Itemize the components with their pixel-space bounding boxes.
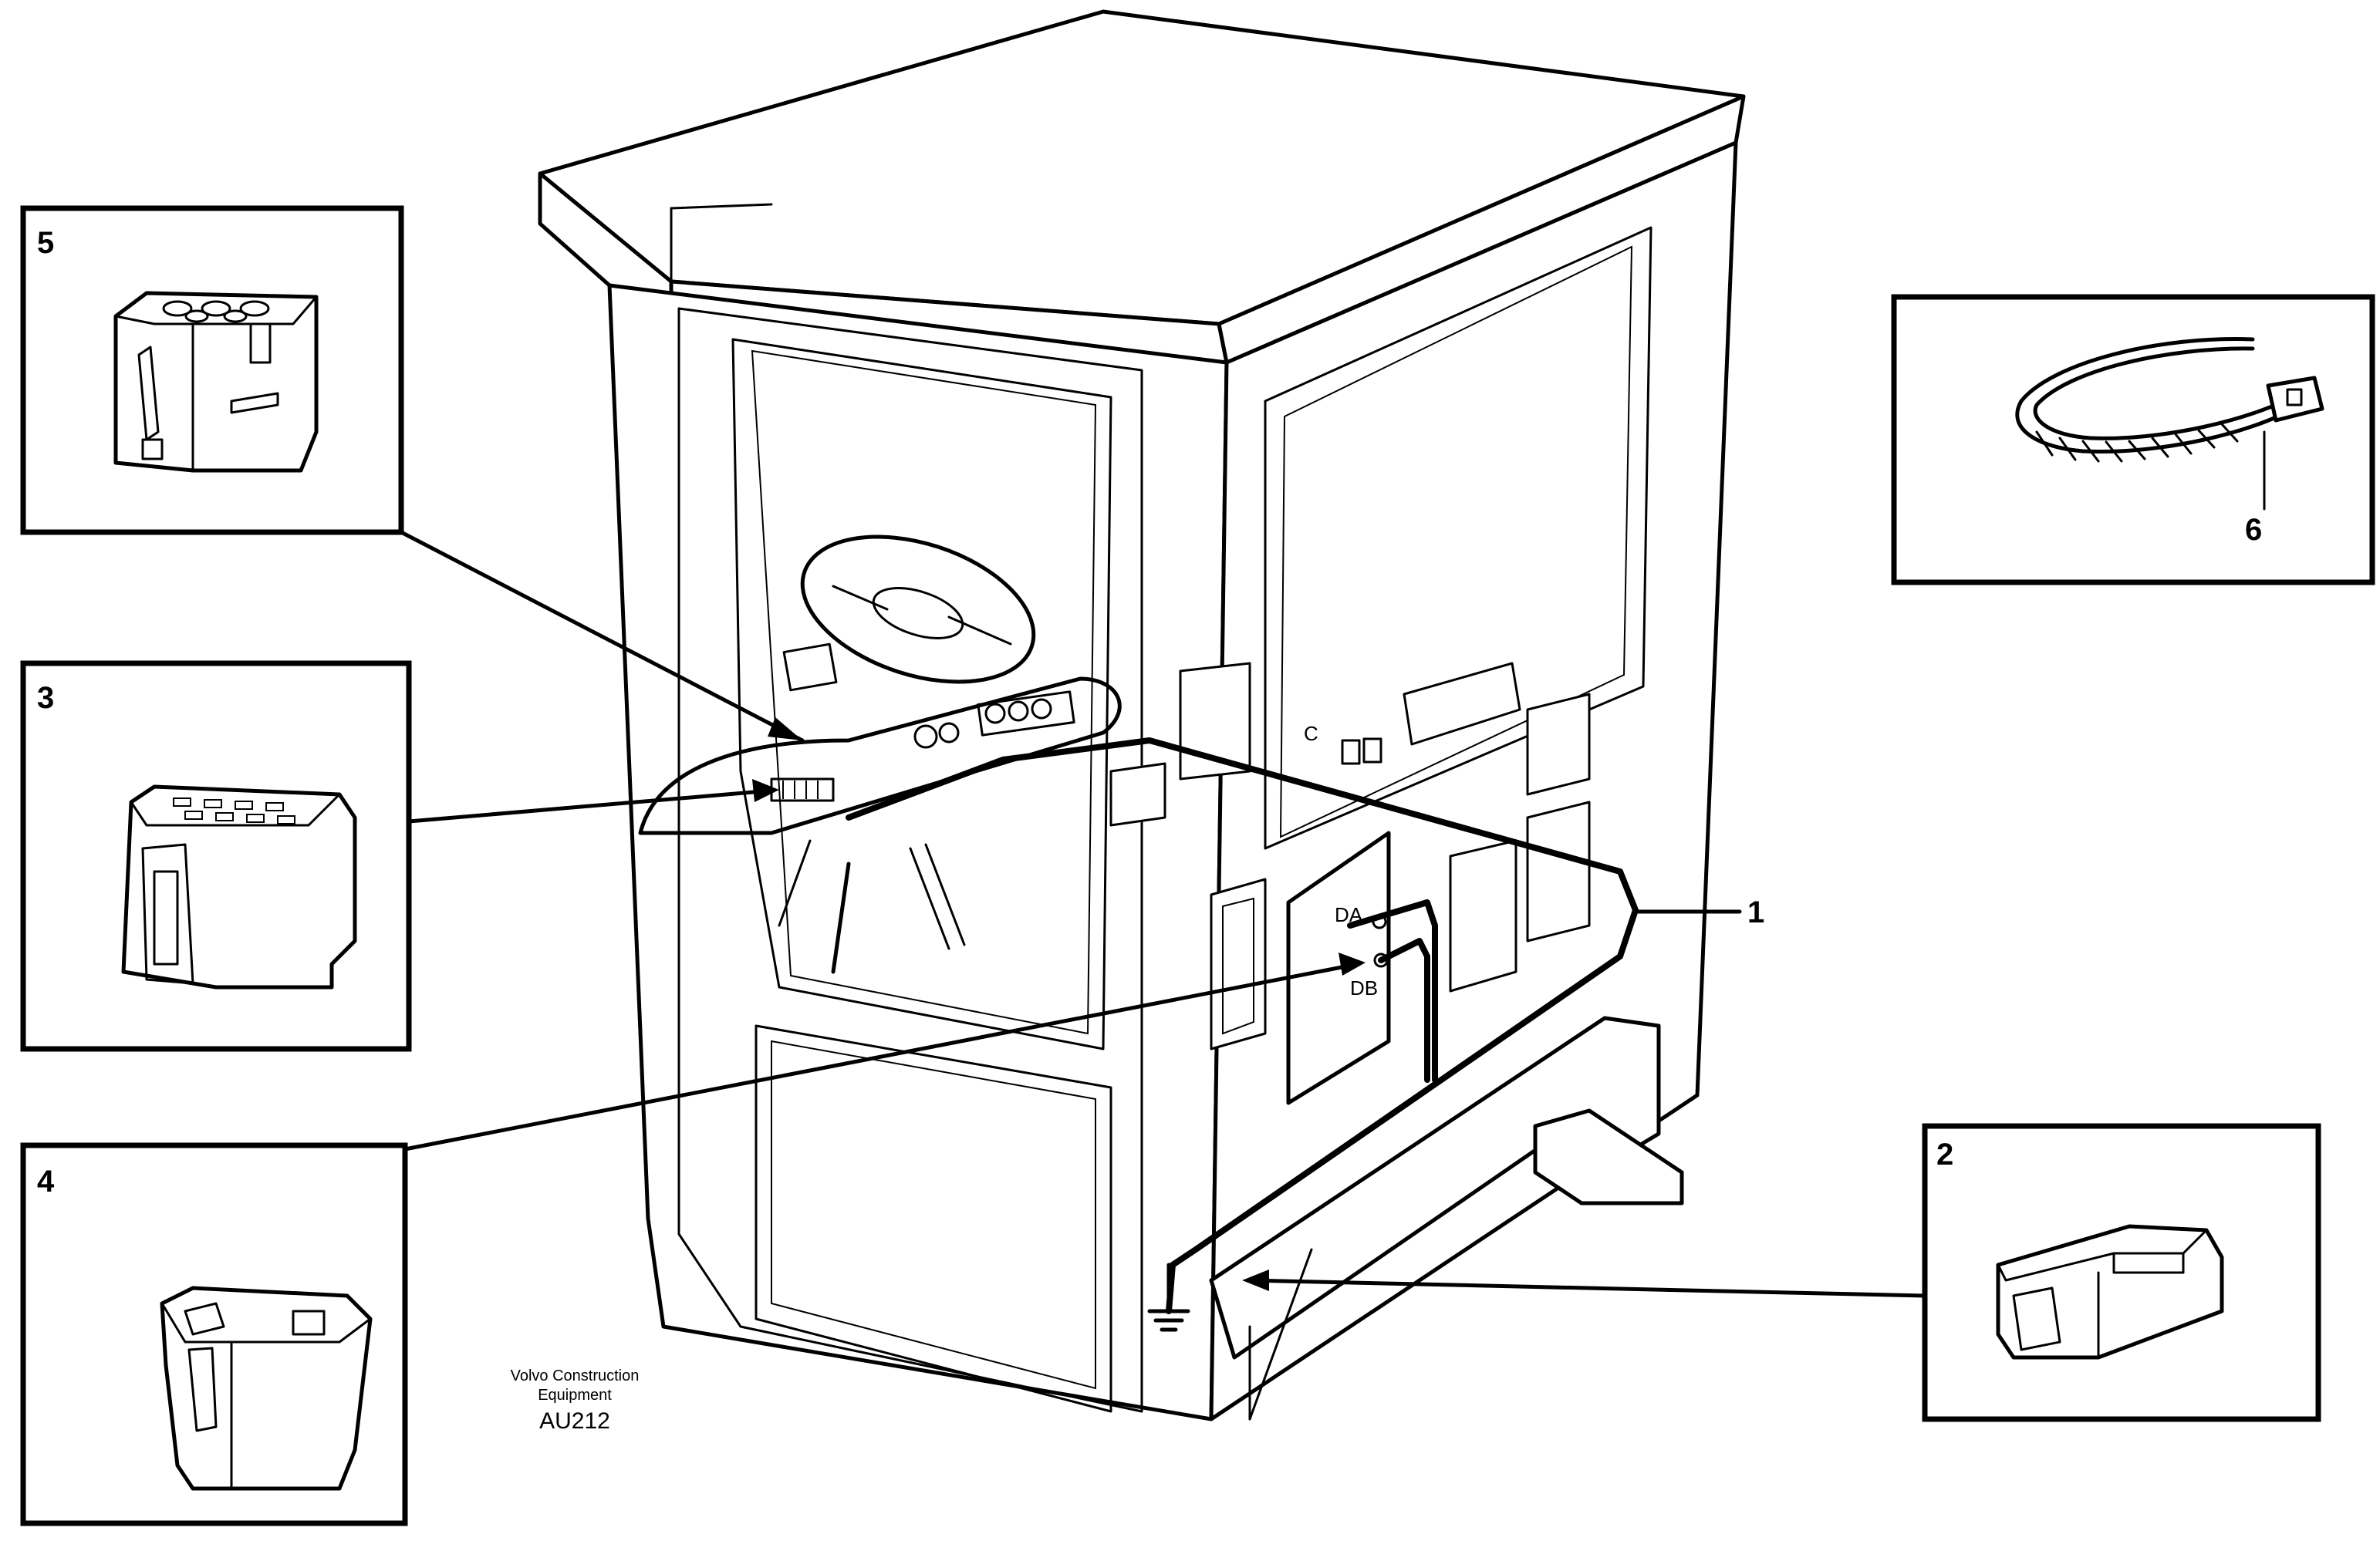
leader-3 bbox=[407, 788, 774, 824]
drawing-code: AU212 bbox=[539, 1408, 610, 1434]
callout-3: 3 bbox=[37, 681, 54, 715]
leader-4 bbox=[403, 962, 1360, 1152]
maker-line-1: Volvo Construction bbox=[511, 1367, 640, 1384]
side-window bbox=[1264, 226, 1652, 850]
callout-1: 1 bbox=[1747, 895, 1764, 929]
detail-box-5: 5 bbox=[20, 205, 404, 535]
lower-door-panel bbox=[755, 1024, 1112, 1413]
relay-box-1 bbox=[1526, 693, 1591, 796]
leader-lines bbox=[399, 530, 1927, 1298]
cab-door-frame bbox=[677, 307, 1143, 1413]
detail-box-3: 3 bbox=[20, 660, 412, 1052]
cab-illustration: C DA DB bbox=[538, 9, 1746, 1421]
detail-box-2: 2 bbox=[1922, 1123, 2321, 1422]
leader-2 bbox=[1247, 1278, 1927, 1298]
connector-4-pole-icon bbox=[160, 1286, 373, 1491]
gauge-cluster bbox=[977, 690, 1075, 737]
cab-leg bbox=[1533, 1108, 1684, 1205]
callout-5: 5 bbox=[37, 226, 54, 260]
single-pole-connector-icon bbox=[1996, 1224, 2224, 1360]
relay-box-2 bbox=[1526, 801, 1591, 942]
leader-5 bbox=[399, 530, 805, 743]
cab-front bbox=[607, 283, 1229, 1421]
dashboard bbox=[638, 676, 1122, 835]
connector-8-pole-icon bbox=[121, 784, 357, 990]
panel-label-c: C bbox=[1304, 722, 1318, 745]
callout-4: 4 bbox=[37, 1165, 55, 1199]
side-panel-slot bbox=[1210, 878, 1267, 1050]
panel-label-db: DB bbox=[1350, 976, 1378, 1000]
callout-6: 6 bbox=[2245, 513, 2262, 547]
detail-box-4: 4 bbox=[20, 1142, 408, 1526]
relay-box-3 bbox=[1449, 839, 1517, 993]
cable-tie-icon bbox=[2015, 337, 2324, 463]
front-window bbox=[731, 338, 1112, 1050]
detail-box-6-frame bbox=[1891, 294, 2375, 585]
callout-2: 2 bbox=[1936, 1138, 1953, 1172]
detail-box-6: 6 bbox=[1891, 294, 2375, 585]
steering-wheel bbox=[800, 534, 1036, 684]
connector-6-pole-icon bbox=[113, 291, 319, 473]
maker-line-2: Equipment bbox=[538, 1387, 612, 1404]
